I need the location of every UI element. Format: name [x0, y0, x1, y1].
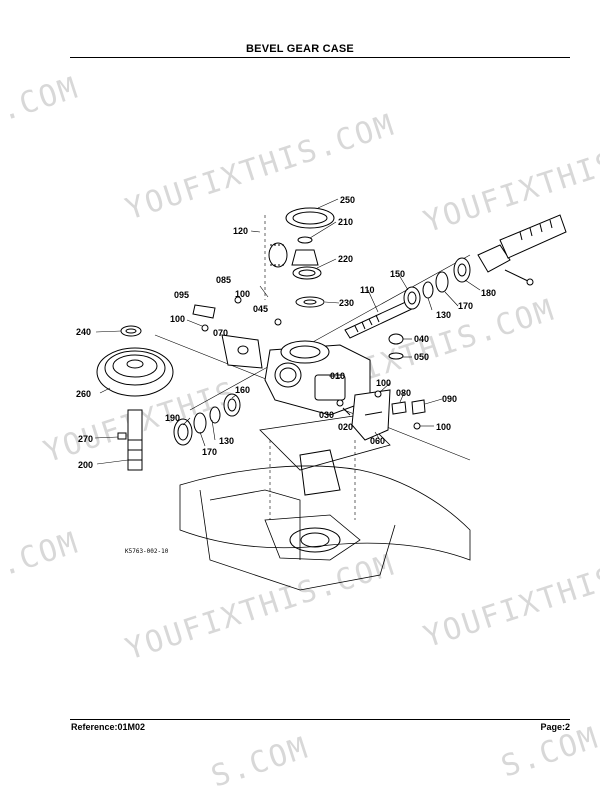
- part-label-110: 110: [360, 285, 375, 295]
- part-label-170-right: 170: [458, 301, 473, 311]
- part-label-210: 210: [338, 217, 353, 227]
- figure-code: K5763-002-10: [125, 548, 169, 555]
- part-label-190: 190: [165, 413, 180, 423]
- part-label-085: 085: [216, 275, 231, 285]
- part-label-180: 180: [481, 288, 496, 298]
- part-label-150: 150: [390, 269, 405, 279]
- part-label-120: 120: [233, 226, 248, 236]
- part-label-100-center: 100: [376, 378, 391, 388]
- part-label-100-right: 100: [436, 422, 451, 432]
- part-label-060: 060: [370, 436, 385, 446]
- part-label-200: 200: [78, 460, 93, 470]
- header-rule: [70, 57, 570, 58]
- part-label-260: 260: [76, 389, 91, 399]
- part-label-030: 030: [319, 410, 334, 420]
- page-number: Page:2: [540, 722, 570, 732]
- part-label-130-right: 130: [436, 310, 451, 320]
- reference-label: Reference:01M02: [71, 722, 146, 732]
- part-label-090: 090: [442, 394, 457, 404]
- part-label-100-top: 100: [235, 289, 250, 299]
- part-label-020: 020: [338, 422, 353, 432]
- part-label-080: 080: [396, 388, 411, 398]
- part-label-230: 230: [339, 298, 354, 308]
- part-label-070: 070: [213, 328, 228, 338]
- part-label-270: 270: [78, 434, 93, 444]
- footer-rule: [70, 719, 570, 720]
- part-label-095: 095: [174, 290, 189, 300]
- page-title: BEVEL GEAR CASE: [246, 43, 354, 55]
- part-label-160: 160: [235, 385, 250, 395]
- part-label-250: 250: [340, 195, 355, 205]
- part-label-100-left: 100: [170, 314, 185, 324]
- part-label-045: 045: [253, 304, 268, 314]
- part-label-050: 050: [414, 352, 429, 362]
- part-label-130-left: 130: [219, 436, 234, 446]
- part-label-240: 240: [76, 327, 91, 337]
- part-label-040: 040: [414, 334, 429, 344]
- part-label-220: 220: [338, 254, 353, 264]
- part-label-170-left: 170: [202, 447, 217, 457]
- exploded-parts-diagram: 250 210 120 220 085 095 100 045 230 110 …: [76, 195, 567, 591]
- part-label-010: 010: [330, 371, 345, 381]
